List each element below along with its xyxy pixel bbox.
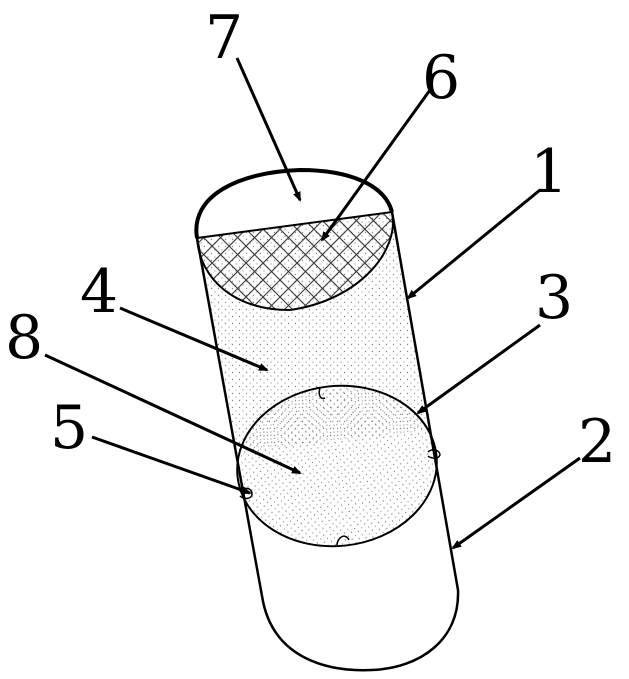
callout-6: 6 [422,43,460,113]
callout-3: 3 [535,263,573,333]
leader-4 [119,306,269,372]
mesh-top-cap [195,210,394,312]
callout-7: 7 [205,3,243,73]
open-top-end [194,167,394,239]
leader-6 [320,89,432,242]
callout-8: 8 [5,303,43,373]
callout-4: 4 [80,257,118,327]
leader-5 [91,435,252,495]
leader-lines [44,57,581,550]
leader-1 [406,188,541,300]
callout-5: 5 [50,393,88,463]
leader-3 [416,323,541,415]
lower-tube-body [260,589,460,672]
leader-2 [451,456,581,550]
callout-numbers: 7 6 1 3 4 8 5 2 [5,3,616,477]
callout-2: 2 [578,407,616,477]
leader-8 [44,353,302,475]
callout-1: 1 [530,137,568,207]
side-notch [239,387,441,546]
outer-tube-wall [195,211,460,597]
leader-7 [235,57,302,202]
inner-disc [236,384,438,548]
